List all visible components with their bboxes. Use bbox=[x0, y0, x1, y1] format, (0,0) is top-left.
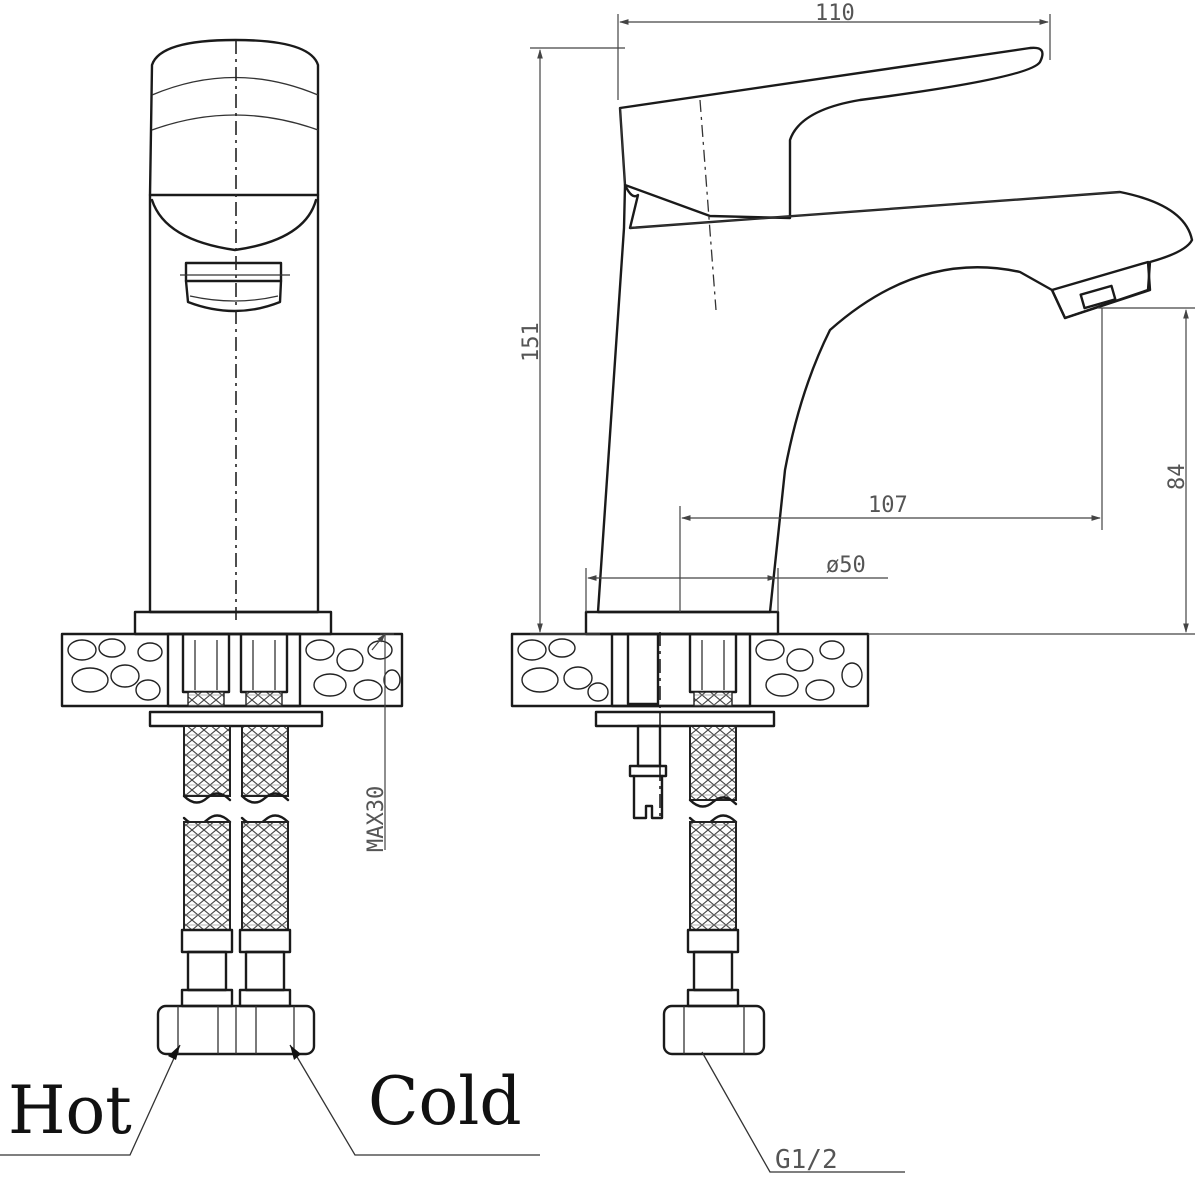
dim-width-top: 110 bbox=[815, 1, 855, 26]
label-cold: Cold bbox=[368, 1063, 522, 1140]
dim-base-diameter: ø50 bbox=[826, 553, 866, 578]
dim-height-total: 151 bbox=[519, 322, 544, 362]
stone-texture-right bbox=[517, 638, 863, 702]
stone-texture-left bbox=[67, 638, 401, 701]
label-hot: Hot bbox=[8, 1072, 132, 1149]
dim-spout-height: 84 bbox=[1165, 464, 1190, 491]
side-view: G1/2 110 151 84 107 ø50 bbox=[510, 1, 1195, 1175]
dim-max-thickness: MAX30 bbox=[364, 786, 389, 852]
dim-thread: G1/2 bbox=[775, 1145, 838, 1175]
dim-spout-reach: 107 bbox=[868, 493, 908, 518]
front-view: MAX30 Hot Cold bbox=[0, 38, 540, 1156]
